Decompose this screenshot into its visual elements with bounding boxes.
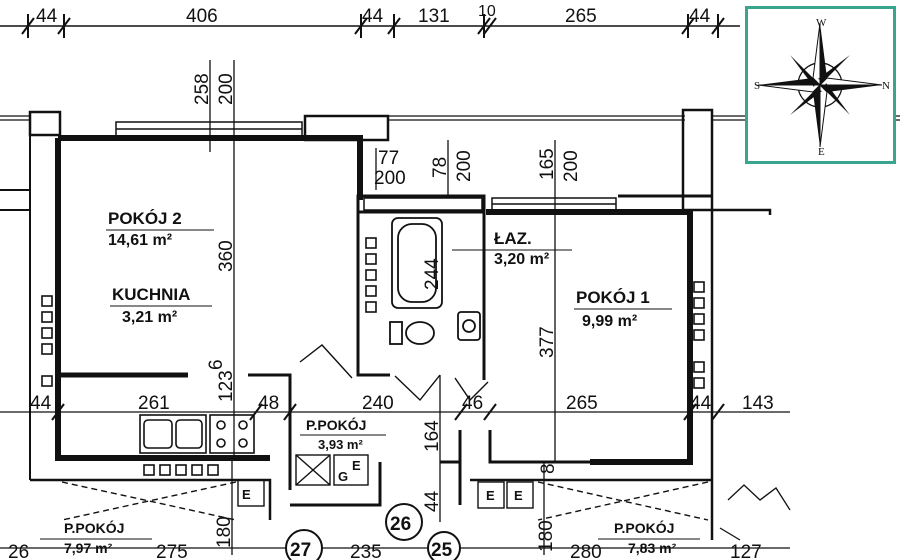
kitchen-fixtures [139,414,255,454]
room-pokoj1-area: 9,99 m² [582,313,637,330]
bottom-dim-3: 235 [350,542,382,560]
cabinet-letter-e4: E [514,488,523,503]
mid-dim-4: 240 [362,393,394,414]
vdim-200-d: 200 [561,150,582,182]
room-pokoj2-name: POKÓJ 2 [108,209,182,228]
apartment-number-25: 25 [431,540,453,560]
vdim-8: 8 [538,463,559,474]
compass-panel: N S W E [745,6,896,164]
bottom-dim-4: 280 [570,542,602,560]
room-kuchnia-area: 3,21 m² [122,309,177,326]
vdim-200-a: 200 [216,73,237,105]
mid-dim-3: 48 [258,393,279,414]
room-pokoj2: POKÓJ 2 14,61 m² [106,209,214,249]
room-przedpokoj-left: P.POKÓJ 7,97 m² [40,519,152,556]
cabinet-letter-g1: G [338,469,348,484]
doors [299,344,489,402]
bottom-dim-5: 127 [730,542,762,560]
room-przedpokoj: P.POKÓJ 3,93 m² [300,416,386,452]
room-przedpokoj-right-name: P.POKÓJ [614,519,674,536]
apartment-number-26: 26 [390,514,411,535]
vertical-dimension-lines [209,60,556,555]
top-dim-4: 131 [418,6,450,27]
vdim-123: 123 [216,370,237,402]
top-dimension-line [0,14,740,38]
room-pokoj1-name: POKÓJ 1 [576,288,650,307]
vdim-200-c: 200 [454,150,475,182]
room-lazienka: ŁAZ. 3,20 m² [452,229,572,268]
bottom-dim-1: 26 [8,542,29,560]
room-kuchnia: KUCHNIA 3,21 m² [110,285,212,326]
apartment-number-27: 27 [290,540,311,560]
stair-sketch [719,484,791,541]
room-przedpokoj-name: P.POKÓJ [306,416,366,433]
dim-77: 77 [378,148,399,169]
bottom-dim-2: 275 [156,542,188,560]
vent-blocks [41,237,705,476]
vdim-180-left: 180 [214,516,235,548]
top-dim-6: 265 [565,6,597,27]
room-pokoj2-area: 14,61 m² [108,232,172,249]
middle-dimension-line [0,403,790,421]
compass-north-label: N [882,80,890,92]
mid-dim-7: 44 [690,393,712,414]
room-przedpokoj-right: P.POKÓJ 7,83 m² [598,519,700,556]
top-dim-3: 44 [362,6,384,27]
vdim-6: 6 [206,359,227,370]
bathroom-fixtures [389,217,481,345]
cabinet-letter-e1: E [242,487,251,502]
compass-east-label: E [818,146,825,158]
cabinet-letter-e2: E [352,458,361,473]
room-lazienka-area: 3,20 m² [494,251,549,268]
vdim-78: 78 [430,157,451,178]
cabinets [61,454,709,521]
compass-south-label: S [754,80,760,92]
room-pokoj1: POKÓJ 1 9,99 m² [574,288,672,330]
mid-dim-1: 44 [30,393,52,414]
mid-dim-5: 46 [462,393,483,414]
compass-west-label: W [816,17,827,29]
room-lazienka-name: ŁAZ. [494,229,532,248]
dim-200-b: 200 [374,168,406,189]
windows [115,121,617,211]
room-kuchnia-name: KUCHNIA [112,285,190,304]
vdim-258: 258 [192,73,213,105]
mid-dim-2: 261 [138,393,170,414]
vdim-377: 377 [537,326,558,358]
top-dim-2: 406 [186,6,218,27]
mid-dim-6: 265 [566,393,598,414]
cabinet-letter-e3: E [486,488,495,503]
walls [0,108,772,540]
vdim-44: 44 [422,490,443,512]
vdim-244: 244 [422,258,443,290]
mid-dim-8: 143 [742,393,774,414]
compass-rose-icon: N S W E [754,17,890,158]
apartment-markers [285,503,461,560]
room-przedpokoj-area: 3,93 m² [318,437,363,452]
room-przedpokoj-left-name: P.POKÓJ [64,519,124,536]
top-dim-7: 44 [689,6,711,27]
top-dim-1: 44 [36,6,58,27]
top-dim-5: 10 [478,3,496,20]
vdim-180-right: 180 [536,520,557,552]
vdim-360: 360 [216,240,237,272]
vdim-165: 165 [537,148,558,180]
vdim-164: 164 [422,420,443,452]
